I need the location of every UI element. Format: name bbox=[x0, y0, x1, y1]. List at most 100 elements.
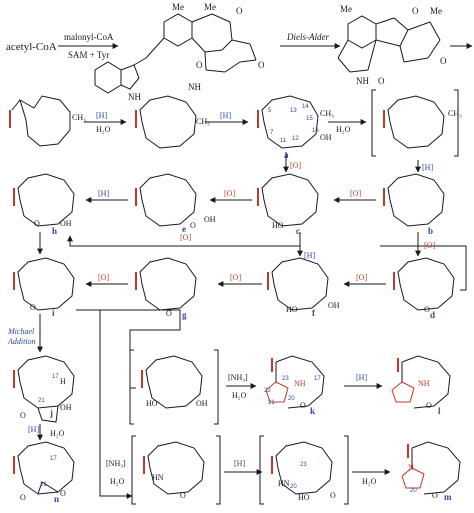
o-label: O bbox=[258, 60, 265, 70]
atom-nh: NH bbox=[418, 379, 430, 388]
atom-h: H bbox=[60, 377, 66, 386]
reagent-sam-tyr: SAM + Tyr bbox=[68, 50, 109, 60]
atom-number: 7 bbox=[270, 130, 274, 136]
atom-o: O bbox=[30, 303, 36, 312]
compound-g bbox=[135, 257, 197, 311]
label-m: m bbox=[444, 492, 452, 502]
atom-number: 12 bbox=[292, 136, 299, 142]
atom-number: 14 bbox=[302, 104, 309, 110]
atom-o: O bbox=[330, 491, 336, 500]
reagent-h: [H] bbox=[220, 111, 231, 120]
reagent-h: [H] bbox=[356, 373, 367, 382]
atom-number: 22 bbox=[264, 388, 271, 394]
start-compound-label: acetyl-CoA bbox=[6, 41, 57, 53]
label-n: n bbox=[54, 494, 59, 504]
reagent-h2o: H₂O bbox=[50, 429, 65, 438]
reagent-o: [O] bbox=[224, 189, 235, 198]
label-a: a bbox=[284, 150, 289, 160]
atom-number: 15 bbox=[306, 116, 313, 122]
polyketide-precursor bbox=[145, 13, 257, 73]
o-label: O bbox=[378, 76, 385, 86]
atom-o: O bbox=[20, 493, 26, 502]
compound-b-bracket bbox=[371, 89, 459, 157]
compound-row2-1 bbox=[9, 95, 71, 147]
label-e: e bbox=[182, 224, 186, 234]
compound-letters: a b c d e f g h i j k l m n bbox=[49, 150, 452, 504]
nh-label: NH bbox=[356, 76, 369, 86]
compound-row6-imine bbox=[131, 435, 221, 505]
atom-ho: HO bbox=[298, 493, 310, 502]
atom-hn: HN bbox=[152, 473, 164, 482]
reagent-o: [O] bbox=[356, 273, 367, 282]
me-label: Me bbox=[172, 2, 184, 12]
reagent-h2o: H₂O bbox=[96, 125, 111, 134]
reagent-h2o: H₂O bbox=[336, 125, 351, 134]
label-k: k bbox=[310, 406, 315, 416]
me-label: Me bbox=[340, 4, 352, 14]
atom-o: O bbox=[432, 491, 438, 500]
reagent-h2o: H₂O bbox=[110, 477, 125, 486]
atom-o: O bbox=[180, 491, 186, 500]
o-label: O bbox=[412, 6, 419, 16]
top-row bbox=[58, 13, 473, 94]
atom-number: 17 bbox=[52, 374, 59, 380]
atom-number: 11 bbox=[280, 138, 287, 144]
label-g: g bbox=[182, 310, 187, 320]
atom-oh: OH bbox=[320, 133, 332, 142]
indole-ring bbox=[94, 57, 147, 94]
atom-number: 17 bbox=[314, 376, 321, 382]
diels-alder-label: Diels-Alder bbox=[286, 32, 329, 42]
reaction-arrows bbox=[37, 119, 467, 499]
compound-k bbox=[265, 355, 325, 409]
atom-o: O bbox=[166, 309, 172, 318]
reagent-michael: Michael bbox=[7, 327, 35, 336]
compound-e bbox=[135, 173, 197, 227]
o-label: O bbox=[236, 6, 243, 16]
reagent-o: [O] bbox=[424, 241, 435, 250]
atom-number: 17 bbox=[50, 456, 57, 462]
atom-oh: OH bbox=[196, 399, 208, 408]
label-f: f bbox=[312, 308, 316, 318]
atom-n: N bbox=[408, 463, 414, 472]
reagent-nh3: [NH₃] bbox=[106, 459, 126, 468]
reagent-h: [H] bbox=[234, 459, 245, 468]
reagent-nh3: [NH₃] bbox=[228, 373, 248, 382]
atom-oh: OH bbox=[60, 219, 72, 228]
atom-oh: OH bbox=[204, 215, 216, 224]
label-j: j bbox=[49, 408, 53, 418]
reagent-o: [O] bbox=[230, 273, 241, 282]
atom-number: 20 bbox=[410, 488, 417, 494]
label-b: b bbox=[428, 226, 433, 236]
compound-l bbox=[391, 355, 451, 409]
cyclized-product bbox=[337, 15, 441, 73]
atom-ho: HO bbox=[146, 399, 158, 408]
atom-number: 13 bbox=[290, 108, 297, 114]
atom-oh: OH bbox=[328, 301, 340, 310]
macrocycles bbox=[9, 89, 461, 505]
atom-hn: HN bbox=[278, 479, 290, 488]
atom-ch3: CH₃ bbox=[196, 117, 210, 126]
atom-number: 23 bbox=[300, 462, 307, 468]
reagent-h2o: H₂O bbox=[362, 477, 377, 486]
label-h: h bbox=[52, 226, 57, 236]
reagent-o: [O] bbox=[180, 233, 191, 242]
compound-j bbox=[13, 355, 75, 423]
compound-f bbox=[267, 257, 329, 311]
atom-o: O bbox=[300, 401, 306, 410]
compound-row2-2 bbox=[135, 95, 197, 149]
label-d: d bbox=[430, 310, 435, 320]
atom-ch3: CH₃ bbox=[320, 109, 334, 118]
atom-number: 21 bbox=[40, 482, 47, 488]
atom-ho: HO bbox=[272, 221, 284, 230]
compound-b bbox=[383, 173, 445, 227]
atom-number: 16 bbox=[312, 128, 319, 134]
atom-labels: OH O OH HO OH O HO OH O O O O OH H HO O H… bbox=[20, 109, 462, 502]
reagent-addition: Addition bbox=[7, 337, 36, 346]
o-label: O bbox=[440, 56, 447, 66]
atom-ch3: CH₃ bbox=[448, 109, 462, 118]
atom-number: 20 bbox=[288, 396, 295, 402]
reagent-o: [O] bbox=[290, 161, 301, 170]
atom-o: O bbox=[424, 305, 430, 314]
compound-k-bracket bbox=[129, 349, 219, 425]
atom-o: O bbox=[34, 219, 40, 228]
